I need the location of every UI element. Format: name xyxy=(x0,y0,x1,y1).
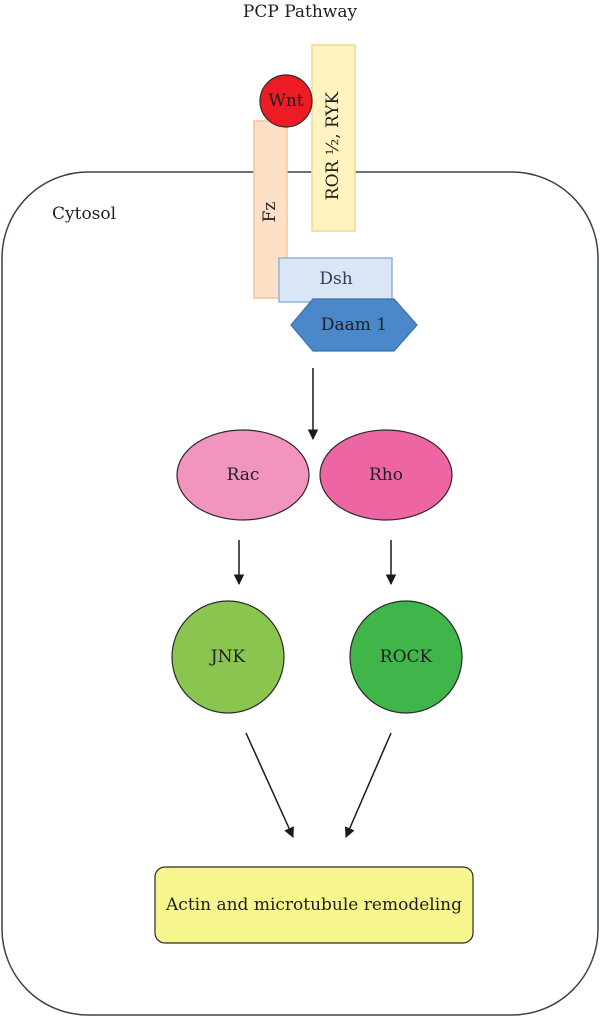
rac-ellipse xyxy=(176,429,310,521)
jnk-circle xyxy=(171,600,285,714)
rac-label: Rac xyxy=(226,465,260,485)
outcome-label: Actin and microtubule remodeling xyxy=(166,895,462,915)
arrow-jnk-to-outcome xyxy=(245,732,294,838)
ror-ryk-label: ROR ½, RYK xyxy=(323,91,343,201)
jnk-label: JNK xyxy=(210,647,246,667)
arrow-rock-to-outcome xyxy=(344,732,392,838)
cytosol-label: Cytosol xyxy=(52,204,117,224)
diagram-title: PCP Pathway xyxy=(242,2,358,22)
ror-ryk-receptor xyxy=(311,44,356,232)
rho-ellipse xyxy=(319,429,453,521)
outcome-box xyxy=(154,866,474,944)
daam1-hexagon xyxy=(290,298,418,352)
fz-label: Fz xyxy=(260,201,280,223)
daam1-label: Daam 1 xyxy=(320,315,388,335)
cytosol-compartment xyxy=(1,171,599,1016)
dsh-box xyxy=(278,257,393,303)
rho-label: Rho xyxy=(369,465,403,485)
dsh-label: Dsh xyxy=(319,269,353,289)
wnt-ligand xyxy=(259,74,313,128)
rock-label: ROCK xyxy=(379,647,433,667)
wnt-label: Wnt xyxy=(268,91,304,111)
rock-circle xyxy=(349,600,463,714)
